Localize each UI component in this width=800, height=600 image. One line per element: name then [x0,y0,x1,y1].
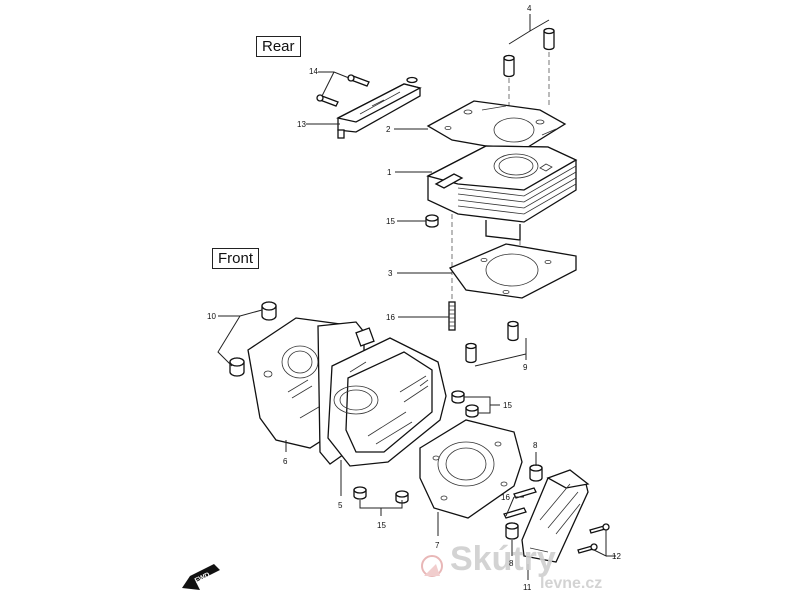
callout-14: 14 [309,67,318,76]
head-gasket-2 [426,100,567,153]
dowel-pin-10a [261,301,277,321]
callout-8-top: 8 [533,441,538,450]
bolt-14a [347,74,370,87]
leader-16-front [505,496,524,517]
watermark-logo: Skútry levne.cz [421,540,602,592]
dowel-pin-4a [503,54,515,78]
leader-12 [593,530,616,557]
watermark-domain: levne.cz [540,575,602,592]
callout-16-front: 16 [501,493,510,502]
dowel-pin-9a [465,342,477,364]
dowel-pin-10b [229,357,245,377]
cap-nut-15c [353,486,367,500]
callout-9: 9 [523,363,528,372]
cap-nut-15a [451,390,465,404]
dowel-pin-8b [505,522,519,540]
cylinder-head-5 [327,327,447,467]
watermark-brand: Skútry [450,540,556,578]
leader-14 [318,71,350,97]
callout-5: 5 [338,501,343,510]
callout-11: 11 [523,583,532,592]
leader-15-bottom [359,500,403,516]
fwd-arrow-icon: FWD [182,564,220,590]
leader-15-right [464,396,500,414]
callout-3: 3 [388,269,393,278]
callout-8-bottom: 8 [509,559,514,568]
callout-13: 13 [297,120,306,129]
leader-10 [217,309,263,367]
cap-nut-15d [395,490,409,504]
bolt-12b [577,543,598,554]
cap-nut-15 [425,214,439,228]
callout-15-top: 15 [386,217,395,226]
cap-nut-15b [465,404,479,418]
base-gasket-3 [448,243,577,299]
front-label: Front [212,248,260,269]
callout-6: 6 [283,457,288,466]
gasket-7 [419,419,523,519]
intake-11 [521,469,590,563]
dowel-pin-8a [529,464,543,482]
callout-15-right: 15 [503,401,512,410]
stud-16-top [448,301,456,331]
leader-9 [474,338,527,367]
callout-4: 4 [527,4,532,13]
callout-10: 10 [207,312,216,321]
bolt-12a [589,523,610,534]
rear-label: Rear [256,36,301,57]
stud-16b [503,507,527,519]
callout-1: 1 [387,168,392,177]
dowel-pin-9b [507,320,519,342]
cylinder-block-1 [426,145,578,241]
callout-2: 2 [386,125,391,134]
bolt-14b [316,94,339,107]
callout-12: 12 [612,552,621,561]
reed-valve-13 [336,76,422,139]
callout-16-top: 16 [386,313,395,322]
dowel-pin-4b [543,27,555,51]
leader-4 [508,14,550,45]
callout-15-bottom: 15 [377,521,386,530]
callout-7: 7 [435,541,440,550]
